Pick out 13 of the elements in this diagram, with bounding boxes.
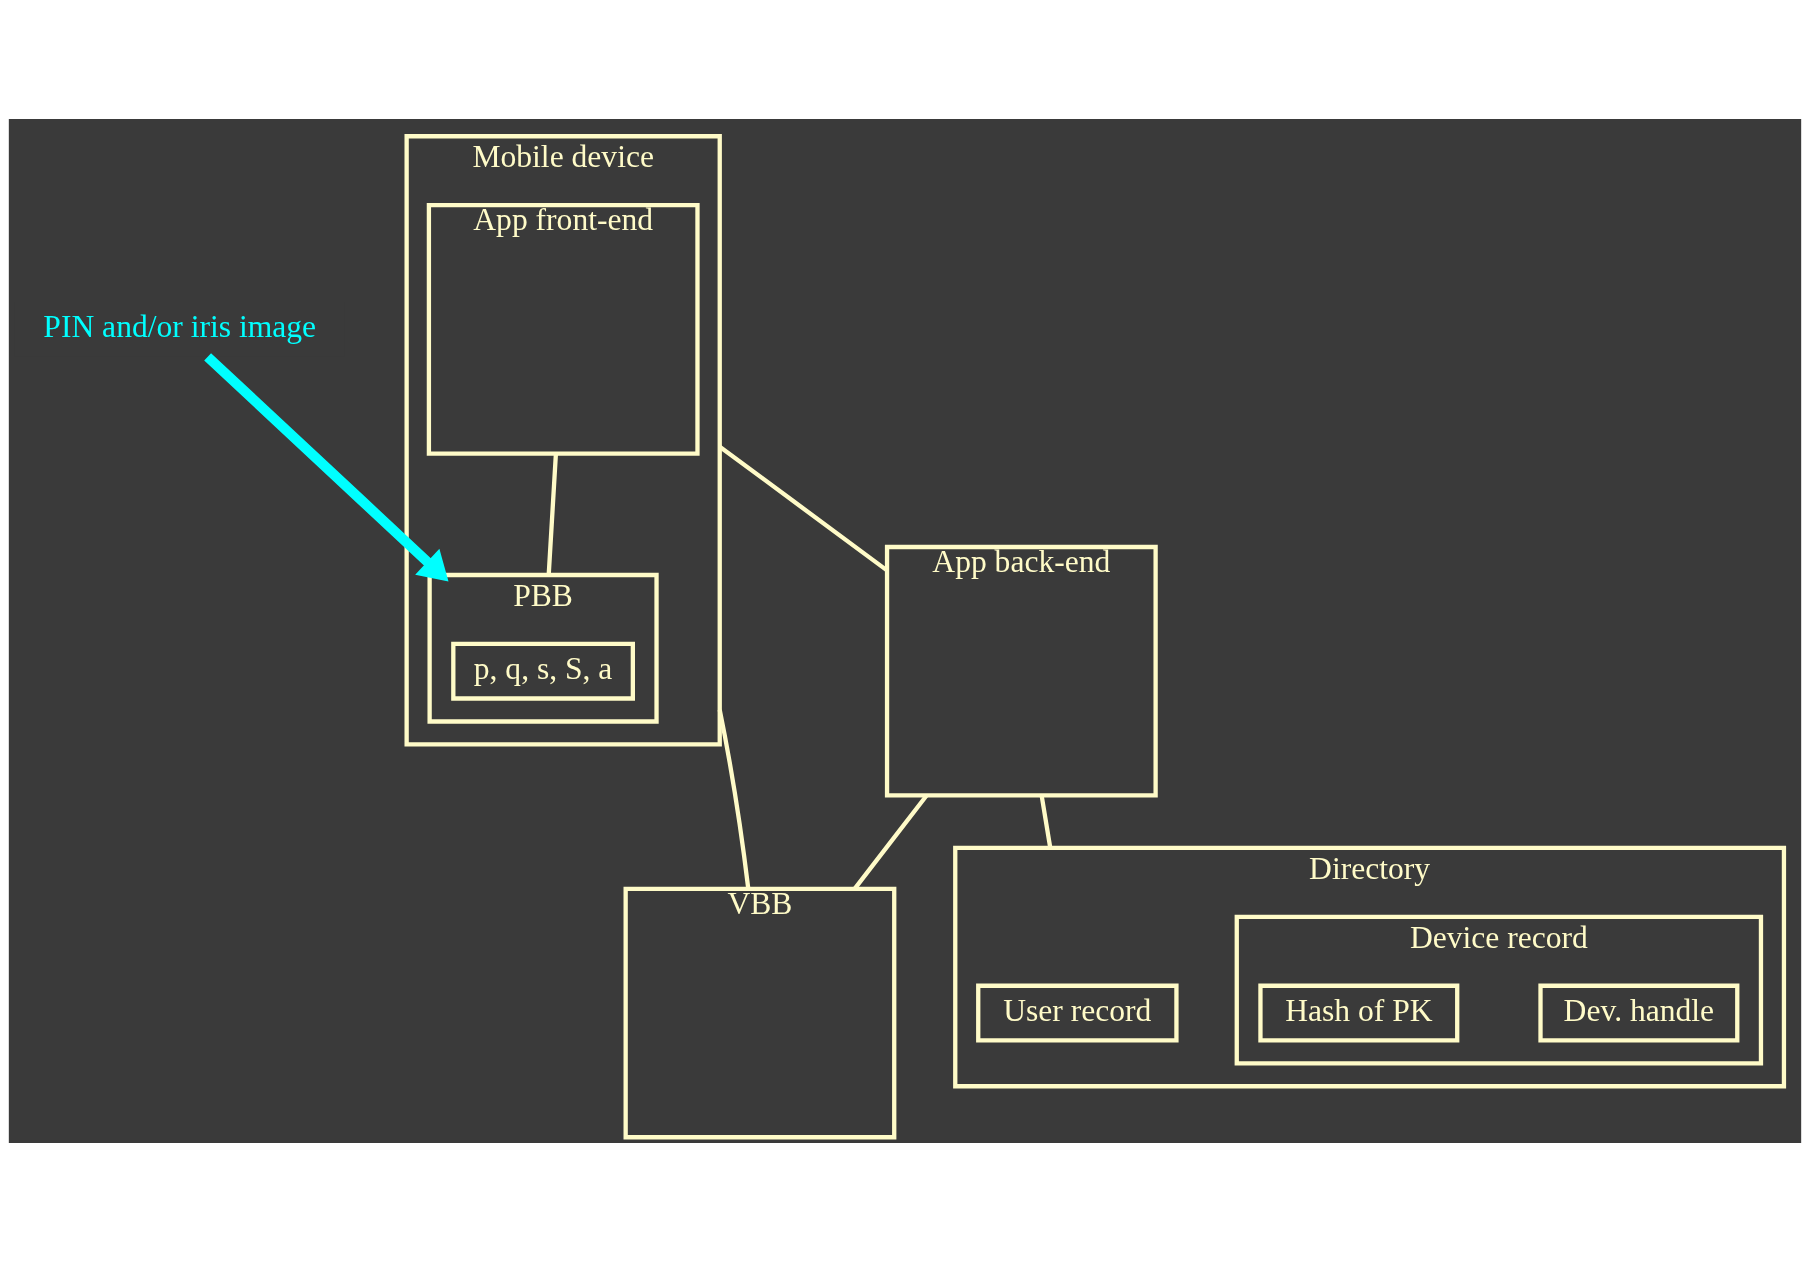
node-text: PIN and/or iris image	[43, 309, 317, 345]
connector	[546, 453, 559, 576]
node-box: User record	[976, 983, 1179, 1043]
node-box: Hash of PK	[1258, 983, 1460, 1043]
connector	[1039, 795, 1053, 849]
connector	[717, 709, 751, 889]
node-box: App front-end	[426, 203, 700, 456]
node-box: p, q, s, S, a	[451, 641, 635, 701]
arrow	[204, 353, 449, 582]
node-box: Dev. handle	[1538, 983, 1740, 1043]
node-box: VBB	[623, 886, 897, 1140]
connector	[853, 794, 929, 890]
node-box: App back-end	[884, 544, 1158, 798]
